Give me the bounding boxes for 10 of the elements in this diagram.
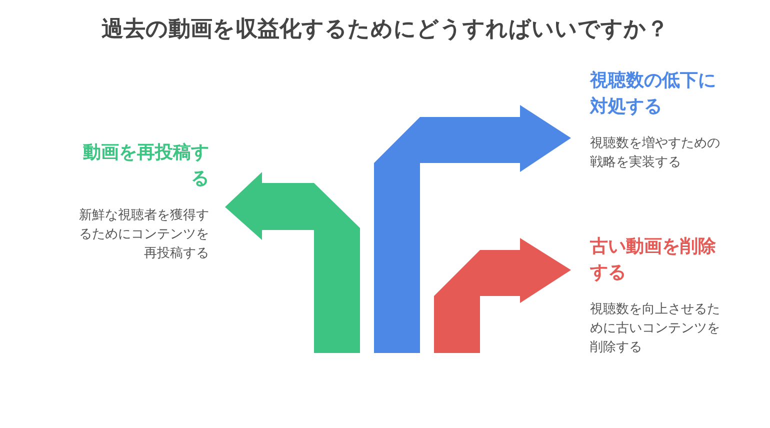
title: 過去の動画を収益化するためにどうすればいいですか？ [100, 16, 670, 44]
description: 新鮮な視聴者を獲得するためにコンテンツを再投稿する [78, 207, 209, 263]
bent-arrow [225, 172, 360, 353]
description: 視聴数を向上させるために古いコンテンツを削除する [590, 301, 721, 357]
description: 視聴数を増やすための戦略を実装する [590, 134, 721, 172]
heading: 動画を再投稿する [82, 141, 209, 191]
bent-arrow [434, 238, 571, 353]
heading: 古い動画を削除する [590, 235, 717, 285]
heading: 視聴数の低下に対処する [590, 69, 717, 119]
bent-arrow [374, 105, 571, 353]
